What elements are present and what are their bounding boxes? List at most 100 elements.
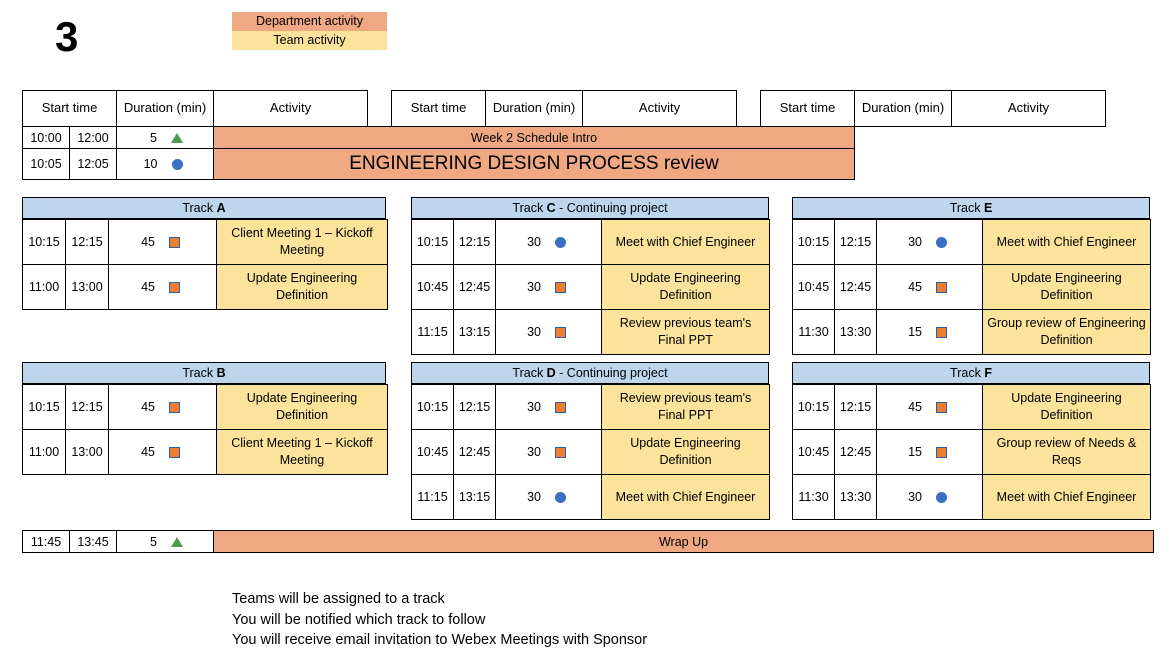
- start-time-a: 10:15: [411, 219, 454, 265]
- duration-value: 45: [141, 235, 155, 249]
- activity-cell: Update Engineering Definition: [601, 264, 770, 310]
- track-title-prefix: Track: [950, 366, 985, 380]
- legend-item-team-activity: Team activity: [232, 31, 387, 50]
- duration-cell: 5: [116, 126, 214, 149]
- activity-cell: Review previous team's Final PPT: [601, 384, 770, 430]
- duration-cell: 30: [876, 219, 983, 265]
- start-time-a: 10:45: [411, 264, 454, 310]
- wrapup-duration-cell: 5: [116, 530, 214, 553]
- track-title-prefix: Track: [512, 366, 547, 380]
- duration-value: 45: [908, 280, 922, 294]
- start-time-b: 12:15: [65, 219, 109, 265]
- duration-cell: 30: [495, 309, 602, 355]
- legend: Department activity Team activity: [232, 12, 387, 50]
- start-time-a: 10:15: [792, 219, 835, 265]
- start-time-a: 11:15: [411, 309, 454, 355]
- track-title-letter: F: [984, 366, 992, 380]
- start-time-b: 13:30: [834, 309, 877, 355]
- start-time-b: 12:15: [453, 384, 496, 430]
- track-b-title: Track B: [22, 362, 386, 384]
- track-d-title: Track D - Continuing project: [411, 362, 769, 384]
- wrapup-table: 11:45 13:45 5 Wrap Up: [22, 530, 1154, 553]
- start-time-b: 12:45: [834, 264, 877, 310]
- duration-value: 5: [150, 130, 157, 145]
- start-time-a: 10:15: [411, 384, 454, 430]
- start-time-a: 10:00: [22, 126, 70, 149]
- wrapup-start-time-a: 11:45: [22, 530, 70, 553]
- start-time-a: 10:15: [792, 384, 835, 430]
- start-time-b: 13:15: [453, 474, 496, 520]
- table-spacer-1: [368, 91, 392, 127]
- footer-note-line: You will be notified which track to foll…: [232, 611, 486, 628]
- blue-circle-icon: [936, 491, 947, 503]
- col-header-duration-3: Duration (min): [854, 90, 952, 127]
- start-time-b: 13:30: [834, 474, 877, 520]
- col-header-activity-3: Activity: [951, 90, 1106, 127]
- col-header-start-time-2: Start time: [391, 90, 486, 127]
- track-title-prefix: Track: [182, 366, 217, 380]
- col-header-start-time-1: Start time: [22, 90, 117, 127]
- orange-square-icon: [555, 401, 566, 413]
- activity-cell: Update Engineering Definition: [982, 264, 1151, 310]
- activity-cell: Meet with Chief Engineer: [982, 219, 1151, 265]
- duration-cell: 45: [876, 384, 983, 430]
- duration-value: 45: [141, 280, 155, 294]
- activity-wrap-up: Wrap Up: [213, 530, 1154, 553]
- legend-item-department-activity: Department activity: [232, 12, 387, 31]
- duration-value: 45: [141, 445, 155, 459]
- track-c-title: Track C - Continuing project: [411, 197, 769, 219]
- duration-cell: 45: [108, 219, 217, 265]
- start-time-a: 10:15: [22, 384, 66, 430]
- start-time-b: 13:00: [65, 429, 109, 475]
- orange-square-icon: [936, 446, 947, 458]
- slide-number: 3: [55, 13, 79, 60]
- orange-square-icon: [169, 401, 180, 413]
- duration-value: 30: [908, 235, 922, 249]
- duration-value: 30: [527, 235, 541, 249]
- start-time-b: 12:15: [65, 384, 109, 430]
- green-triangle-icon: [171, 132, 183, 143]
- col-header-start-time-3: Start time: [760, 90, 855, 127]
- start-time-b: 12:45: [453, 429, 496, 475]
- orange-square-icon: [936, 401, 947, 413]
- start-time-a: 10:45: [411, 429, 454, 475]
- activity-cell: Update Engineering Definition: [982, 384, 1151, 430]
- start-time-a: 10:15: [22, 219, 66, 265]
- activity-cell: Client Meeting 1 – Kickoff Meeting: [216, 219, 388, 265]
- footer-notes: Teams will be assigned to a track You wi…: [232, 589, 647, 651]
- duration-value: 30: [527, 400, 541, 414]
- start-time-b: 13:00: [65, 264, 109, 310]
- track-title-suffix: - Continuing project: [555, 201, 668, 215]
- duration-cell: 45: [108, 384, 217, 430]
- start-time-b: 12:15: [834, 384, 877, 430]
- activity-engineering-design-process-review: ENGINEERING DESIGN PROCESS review: [213, 148, 855, 180]
- track-title-letter: E: [983, 201, 993, 215]
- duration-value: 30: [527, 325, 541, 339]
- start-time-b: 12:15: [834, 219, 877, 265]
- duration-value: 15: [908, 325, 922, 339]
- col-header-duration-2: Duration (min): [485, 90, 583, 127]
- activity-cell: Meet with Chief Engineer: [601, 219, 770, 265]
- duration-cell: 15: [876, 429, 983, 475]
- duration-value: 15: [908, 445, 922, 459]
- start-time-a: 11:30: [792, 309, 835, 355]
- duration-value: 30: [527, 445, 541, 459]
- blue-circle-icon: [171, 158, 183, 170]
- track-title-suffix: - Continuing project: [555, 366, 668, 380]
- track-title-letter: A: [216, 201, 226, 215]
- start-time-b: 12:05: [69, 148, 117, 180]
- wrapup-duration-value: 5: [150, 534, 157, 549]
- duration-value: 45: [141, 400, 155, 414]
- wrapup-row: 11:45 13:45 5 Wrap Up: [22, 530, 1154, 553]
